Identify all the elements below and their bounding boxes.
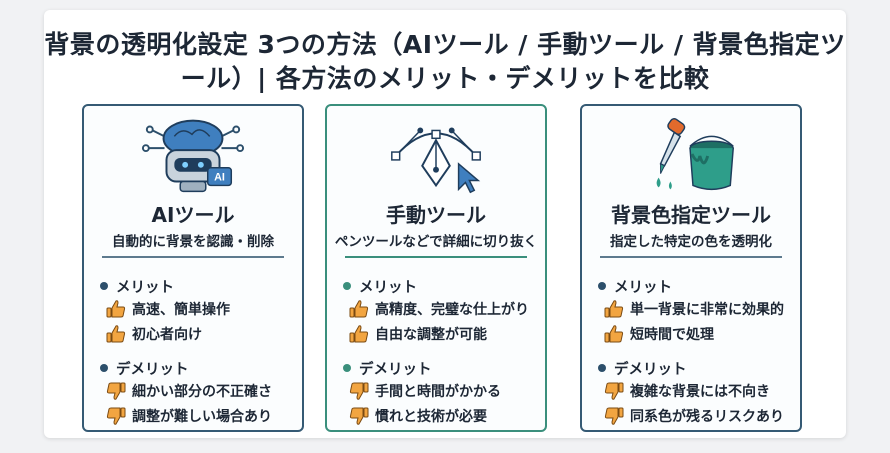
card-title: AIツール [151, 203, 235, 227]
pen-tool-icon [391, 127, 481, 194]
demerit-item: 手間と時間がかかる [349, 381, 501, 401]
svg-text:AI: AI [214, 172, 225, 184]
thumbs-up-icon [349, 325, 369, 343]
thumbs-down-icon [106, 407, 126, 425]
ai-robot-icon: AI [141, 119, 245, 193]
merit-heading: メリット [598, 276, 672, 297]
bullet-dot-icon [343, 282, 351, 290]
bullet-dot-icon [598, 282, 606, 290]
demerit-item: 複雑な背景には不向き [604, 381, 770, 401]
card-title: 手動ツール [386, 203, 486, 227]
demerit-item: 同系色が残るリスクあり [604, 406, 784, 426]
demerit-heading: デメリット [100, 358, 189, 379]
thumbs-up-icon [604, 325, 624, 343]
thumbs-up-icon [604, 300, 624, 318]
card-title: 背景色指定ツール [611, 203, 771, 227]
card-ai-tool: AI AIツール 自動的に背景を認識・削除 メリット 高速、簡単操作 初心者向け… [82, 104, 304, 432]
thumbs-up-icon [106, 300, 126, 318]
divider [345, 256, 527, 258]
thumbs-up-icon [349, 300, 369, 318]
demerit-heading: デメリット [343, 358, 432, 379]
card-subtitle: 指定した特定の色を透明化 [610, 234, 772, 250]
thumbs-down-icon [106, 382, 126, 400]
card-subtitle: ペンツールなどで詳細に切り抜く [334, 234, 538, 250]
card-subtitle: 自動的に背景を認識・削除 [112, 234, 274, 250]
infographic-frame: 背景の透明化設定 3つの方法（AIツール / 手動ツール / 背景色指定ツール）… [44, 10, 846, 438]
merit-heading: メリット [100, 276, 174, 297]
thumbs-down-icon [349, 382, 369, 400]
card-manual-tool: 手動ツール ペンツールなどで詳細に切り抜く メリット 高精度、完璧な仕上がり 自… [325, 104, 547, 432]
bullet-dot-icon [100, 282, 108, 290]
merit-item: 自由な調整が可能 [349, 324, 487, 344]
demerit-item: 調整が難しい場合あり [106, 406, 272, 426]
eyedropper-paint-bucket-icon [656, 117, 734, 191]
demerit-heading: デメリット [598, 358, 687, 379]
bullet-dot-icon [100, 364, 108, 372]
divider [600, 256, 782, 258]
merit-item: 単一背景に非常に効果的 [604, 299, 784, 319]
merit-item: 短時間で処理 [604, 324, 714, 344]
card-color-tool: 背景色指定ツール 指定した特定の色を透明化 メリット 単一背景に非常に効果的 短… [580, 104, 802, 432]
page-title: 背景の透明化設定 3つの方法（AIツール / 手動ツール / 背景色指定ツール）… [44, 30, 846, 93]
demerit-item: 細かい部分の不正確さ [106, 381, 272, 401]
demerit-item: 慣れと技術が必要 [349, 406, 487, 426]
merit-item: 高精度、完璧な仕上がり [349, 299, 529, 319]
thumbs-up-icon [106, 325, 126, 343]
thumbs-down-icon [349, 407, 369, 425]
bullet-dot-icon [343, 364, 351, 372]
thumbs-down-icon [604, 382, 624, 400]
merit-heading: メリット [343, 276, 417, 297]
divider [102, 256, 284, 258]
thumbs-down-icon [604, 407, 624, 425]
merit-item: 初心者向け [106, 324, 202, 344]
bullet-dot-icon [598, 364, 606, 372]
merit-item: 高速、簡単操作 [106, 299, 230, 319]
